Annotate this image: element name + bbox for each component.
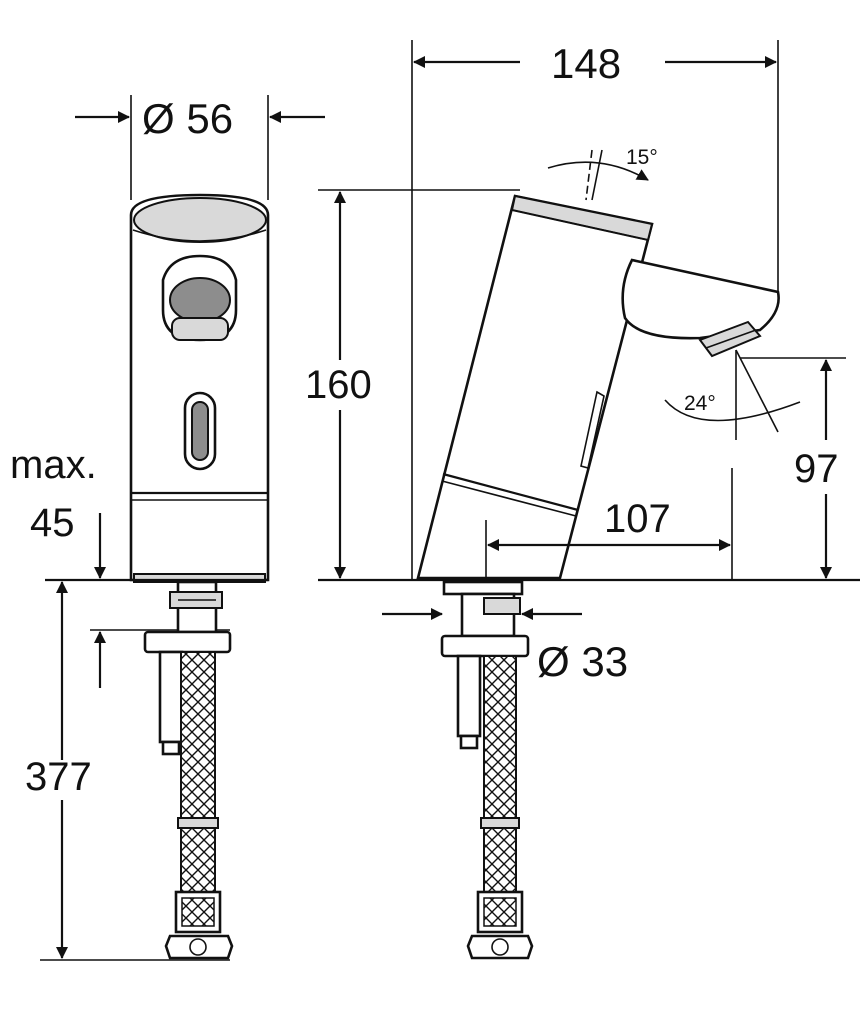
diameter-33-label: Ø 33 — [537, 638, 628, 685]
max-45-label: 45 — [30, 501, 75, 545]
angle-15-label: 15° — [626, 146, 658, 169]
width-148-label: 148 — [551, 40, 621, 87]
spout — [621, 258, 780, 340]
diameter-56-label: Ø 56 — [142, 95, 233, 142]
reach-107-label: 107 — [604, 497, 671, 541]
height-160-label: 160 — [305, 363, 372, 407]
side-view: 148 160 15° 24° 97 — [305, 40, 860, 960]
front-view: Ø 56 max. 45 377 — [10, 95, 325, 961]
front-body — [129, 193, 270, 582]
height-97-label: 97 — [794, 447, 839, 491]
max-label: max. — [10, 443, 97, 487]
angle-24-label: 24° — [684, 392, 716, 415]
hose-377-label: 377 — [25, 755, 92, 799]
